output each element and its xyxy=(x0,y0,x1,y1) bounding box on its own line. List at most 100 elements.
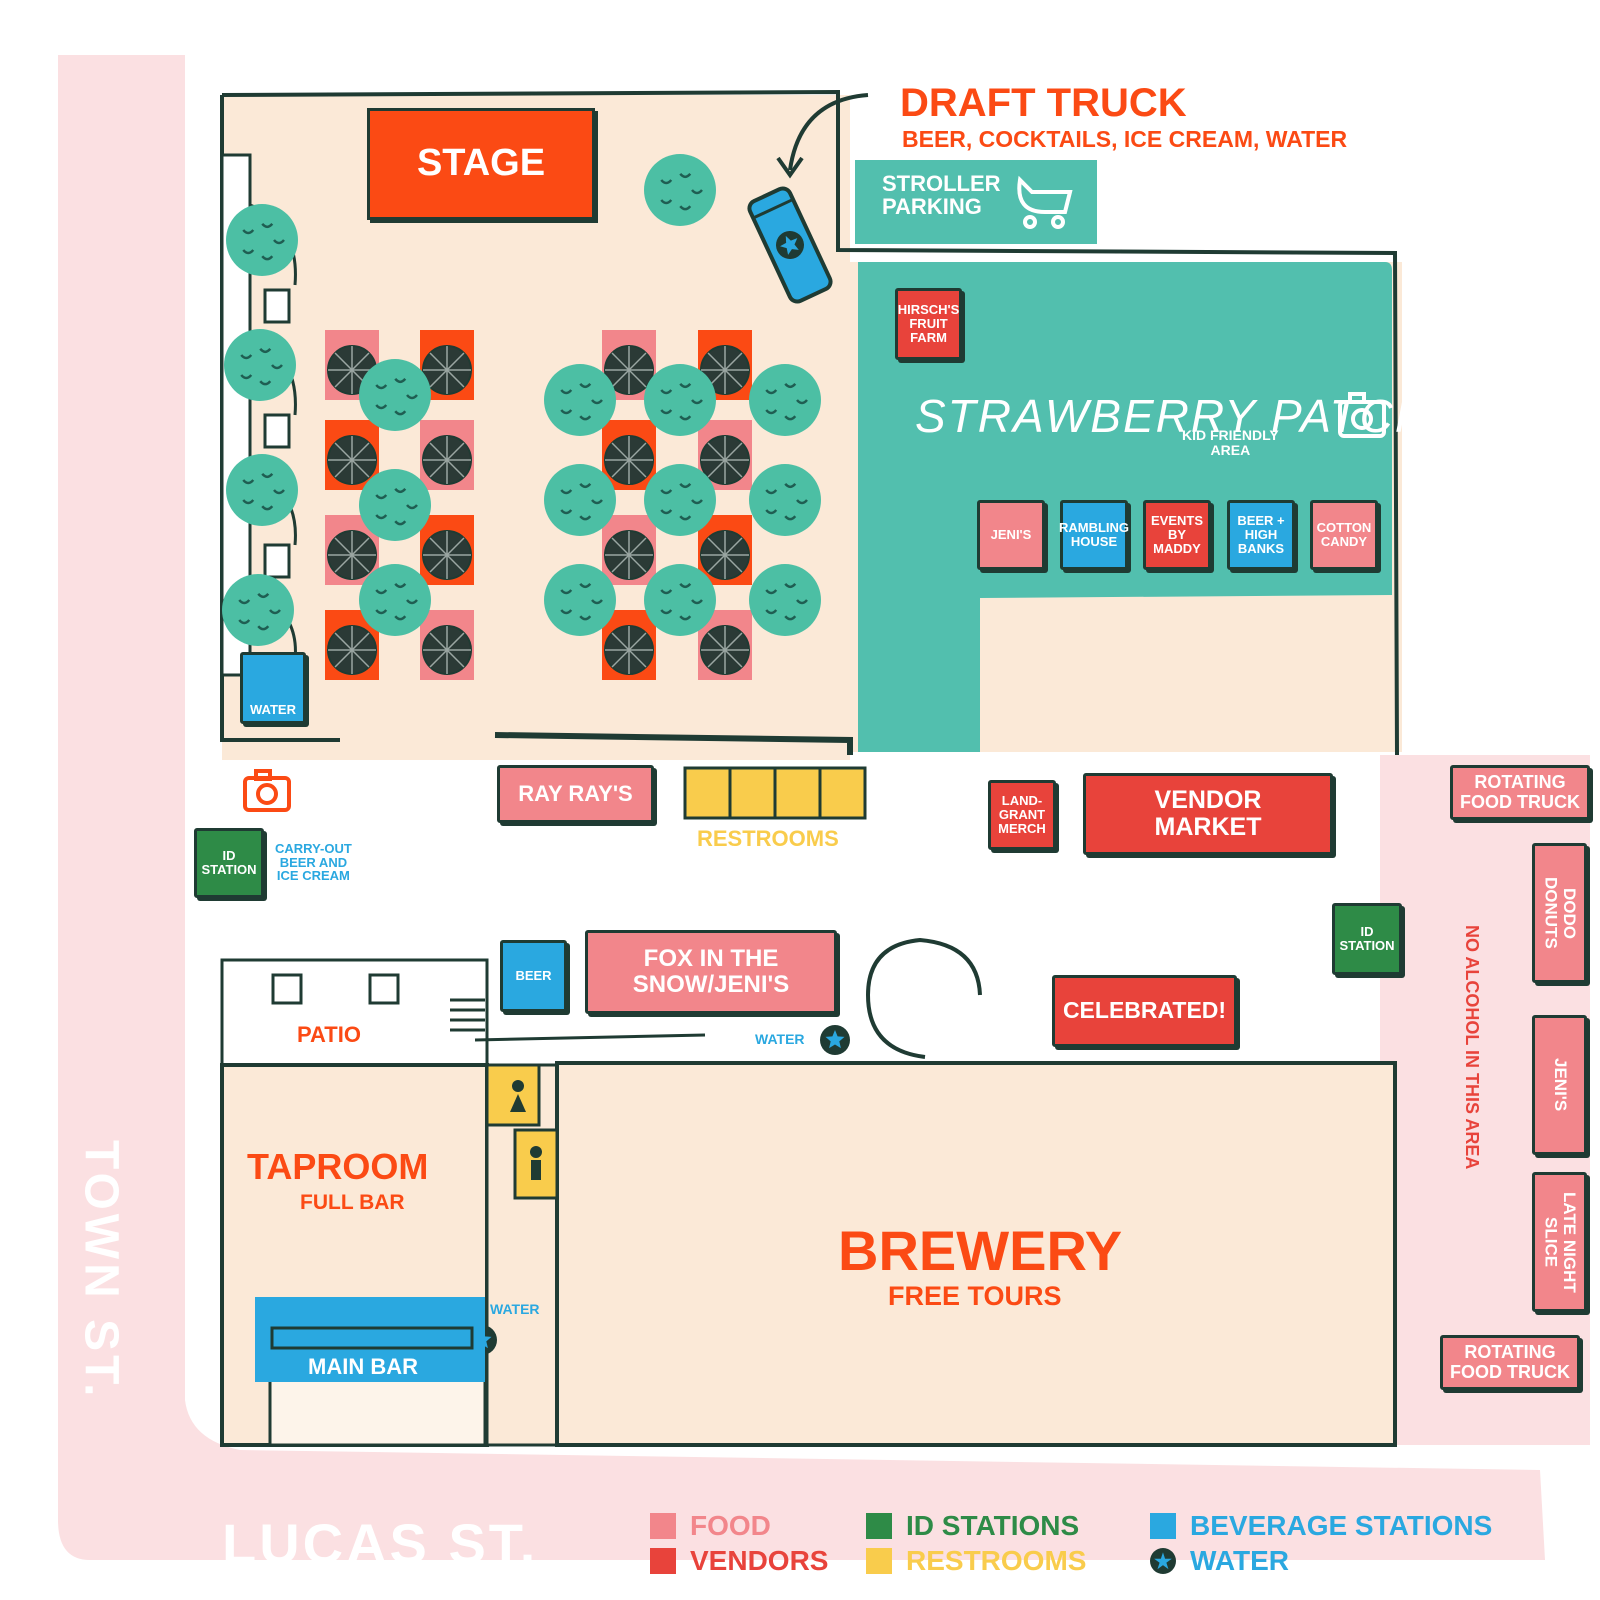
late-night-label: LATE NIGHT SLICE xyxy=(1541,1191,1580,1293)
events-by-maddy-stall[interactable]: EVENTS BY MADDY xyxy=(1143,500,1211,570)
courtyard-wall xyxy=(221,89,1399,756)
celebrated-label: CELEBRATED! xyxy=(1062,997,1227,1024)
tree-icon xyxy=(544,464,616,536)
dodo-label: DODO DONUTS xyxy=(1541,877,1580,949)
patio-label: PATIO xyxy=(297,1022,361,1047)
patio xyxy=(220,958,489,1067)
tree-icon xyxy=(226,204,298,276)
water-star-icon: ★ xyxy=(1150,1548,1176,1574)
tree-icon xyxy=(644,364,716,436)
rotating-top-label: ROTATING FOOD TRUCK xyxy=(1460,771,1580,812)
rotating-food-truck-top[interactable]: ROTATING FOOD TRUCK xyxy=(1450,765,1590,820)
legend-label: FOOD xyxy=(690,1510,771,1541)
fox-in-the-snow-stall[interactable]: FOX IN THE SNOW/JENI'S xyxy=(585,930,837,1014)
rotating-food-truck-bottom[interactable]: ROTATING FOOD TRUCK xyxy=(1440,1335,1580,1390)
legend-swatch xyxy=(866,1548,892,1574)
water-station-left[interactable]: WATER xyxy=(240,652,306,724)
carry-out-label: CARRY-OUT BEER AND ICE CREAM xyxy=(275,841,352,884)
legend-label: ID STATIONS xyxy=(906,1510,1080,1541)
water-star-icon xyxy=(820,1025,850,1055)
legend-label: WATER xyxy=(1190,1545,1290,1576)
tree-icon xyxy=(749,364,821,436)
tree-icon xyxy=(644,464,716,536)
id-station-left-label: ID STATION xyxy=(201,847,257,877)
celebrated-stall[interactable]: CELEBRATED! xyxy=(1052,975,1237,1047)
table-with-umbrella xyxy=(698,330,752,400)
main-bar xyxy=(255,1297,485,1382)
rambling-house-stall[interactable]: RAMBLING HOUSE xyxy=(1058,500,1130,570)
main-bar-label: MAIN BAR xyxy=(308,1354,418,1379)
table-with-umbrella xyxy=(602,610,656,680)
land-grant-merch[interactable]: LAND- GRANT MERCH xyxy=(988,780,1056,850)
brewery-label: BREWERY xyxy=(838,1219,1123,1282)
ray-rays-stall[interactable]: RAY RAY'S xyxy=(497,765,654,823)
stroller-parking-label: STROLLER PARKING xyxy=(882,171,1001,220)
stage: STAGE xyxy=(367,108,595,220)
tree-icon xyxy=(644,154,716,226)
beer-stall[interactable]: BEER xyxy=(500,940,567,1012)
legend-item: FOOD xyxy=(650,1510,771,1542)
id-station-left[interactable]: ID STATION xyxy=(194,828,264,898)
legend-swatch xyxy=(650,1513,676,1539)
table-with-umbrella xyxy=(602,420,656,490)
legend-label: BEVERAGE STATIONS xyxy=(1190,1510,1493,1541)
womens-restroom xyxy=(485,1063,541,1127)
land-grant-label: LAND- GRANT MERCH xyxy=(998,792,1046,837)
table-with-umbrella xyxy=(698,515,752,585)
taproom-sub-label: FULL BAR xyxy=(300,1191,405,1214)
stage-label: STAGE xyxy=(416,142,546,185)
camera-icon xyxy=(1338,392,1386,438)
table-with-umbrella xyxy=(602,515,656,585)
no-alcohol-label: NO ALCOHOL IN THIS AREA xyxy=(1461,925,1482,1170)
tree-icon xyxy=(544,364,616,436)
legend-item: RESTROOMS xyxy=(866,1545,1086,1577)
table-with-umbrella xyxy=(325,420,379,490)
table-with-umbrella xyxy=(420,515,474,585)
beer-high-banks-stall[interactable]: BEER + HIGH BANKS xyxy=(1227,500,1295,570)
tree-icon xyxy=(749,464,821,536)
tree-icon xyxy=(644,564,716,636)
legend-swatch xyxy=(650,1548,676,1574)
jenis-right-stall[interactable]: JENI'S xyxy=(1532,1015,1587,1155)
beer-label: BEER xyxy=(515,967,552,983)
legend-label: VENDORS xyxy=(690,1545,829,1576)
cotton-candy-stall[interactable]: COTTON CANDY xyxy=(1310,500,1378,570)
draft-truck-icon xyxy=(747,186,833,304)
beer-high-label: BEER + HIGH BANKS xyxy=(1237,512,1285,557)
legend-item: VENDORS xyxy=(650,1545,828,1577)
table-with-umbrella xyxy=(420,420,474,490)
legend-item: ★ WATER xyxy=(1150,1545,1289,1577)
taproom-label: TAPROOM xyxy=(247,1146,429,1187)
tree-icon xyxy=(226,454,298,526)
kid-friendly-label: KID FRIENDLY AREA xyxy=(1182,427,1279,458)
late-night-slice-stall[interactable]: LATE NIGHT SLICE xyxy=(1532,1172,1587,1312)
vendor-market-label: VENDOR MARKET xyxy=(1154,785,1262,841)
rotating-bottom-label: ROTATING FOOD TRUCK xyxy=(1450,1341,1570,1382)
camera-icon xyxy=(243,769,291,812)
id-station-right[interactable]: ID STATION xyxy=(1332,903,1402,975)
rambling-label: RAMBLING HOUSE xyxy=(1058,519,1130,549)
cotton-label: COTTON CANDY xyxy=(1316,519,1372,549)
tree-icon xyxy=(749,564,821,636)
hirschs-fruit-farm[interactable]: HIRSCH'S FRUIT FARM xyxy=(895,288,962,360)
brewery xyxy=(555,1061,1397,1447)
draft-truck-subtitle: BEER, COCKTAILS, ICE CREAM, WATER xyxy=(902,126,1348,152)
legend-swatch xyxy=(1150,1513,1176,1539)
tree-icon xyxy=(222,574,294,646)
taproom-lower xyxy=(268,1378,487,1447)
water-bar-label: WATER xyxy=(490,1301,540,1317)
legend-swatch xyxy=(866,1513,892,1539)
vendor-market[interactable]: VENDOR MARKET xyxy=(1083,773,1333,855)
legend-label: RESTROOMS xyxy=(906,1545,1087,1576)
jenis-right-label: JENI'S xyxy=(1550,1058,1570,1112)
hirschs-label: HIRSCH'S FRUIT FARM xyxy=(897,301,960,346)
tree-icon xyxy=(359,564,431,636)
legend-item: BEVERAGE STATIONS xyxy=(1150,1510,1492,1542)
restrooms-label: RESTROOMS xyxy=(697,826,839,851)
jenis-patch-stall[interactable]: JENI'S xyxy=(977,500,1045,570)
arrow-icon xyxy=(788,93,869,171)
table-with-umbrella xyxy=(420,610,474,680)
dodo-donuts-stall[interactable]: DODO DONUTS xyxy=(1532,843,1587,983)
restrooms-row xyxy=(683,766,867,820)
legend-item: ID STATIONS xyxy=(866,1510,1079,1542)
